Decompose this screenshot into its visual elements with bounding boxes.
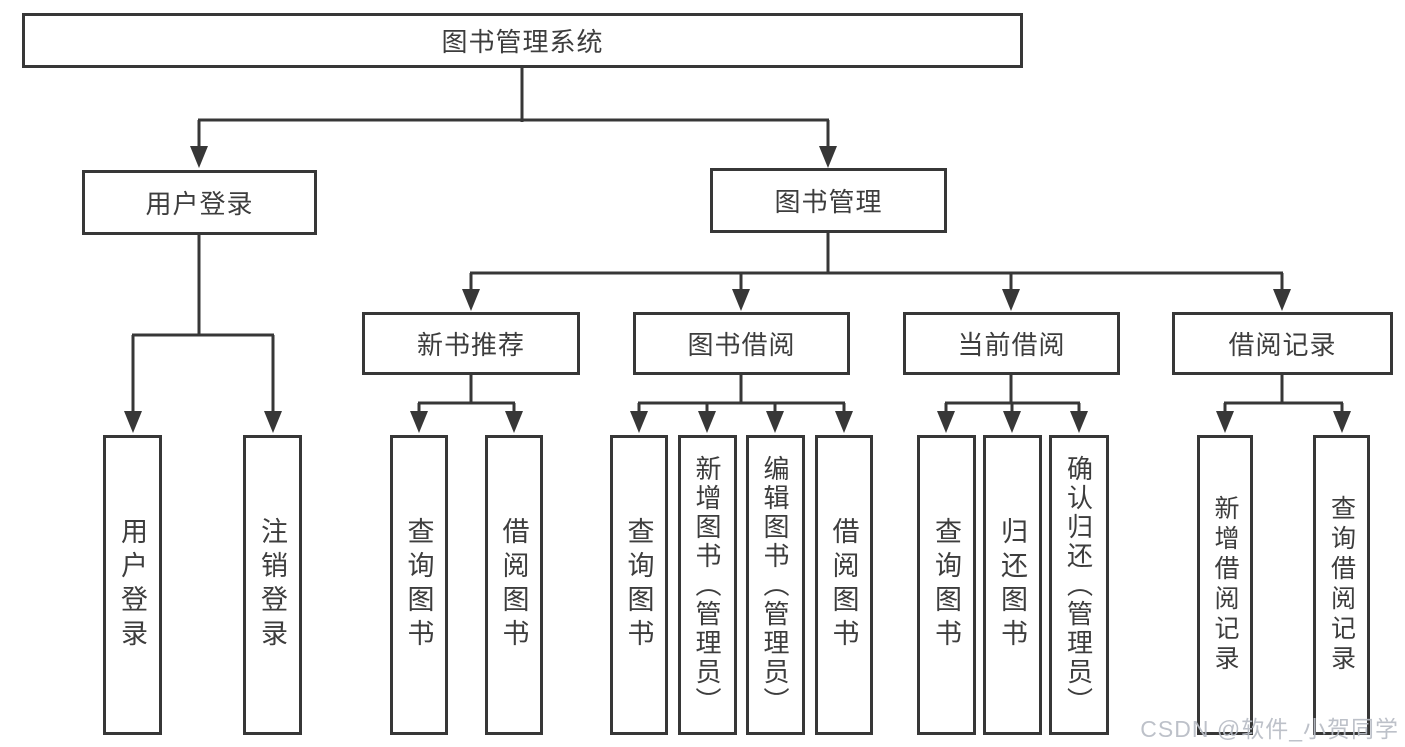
node-book-borrow: 图书借阅 (633, 312, 850, 375)
leaf-confirm-return-admin: 确认归还（管理员） (1049, 435, 1109, 735)
node-borrow-records-label: 借阅记录 (1228, 330, 1337, 360)
node-current-borrow: 当前借阅 (903, 312, 1120, 375)
node-user-login-label: 用户登录 (145, 189, 254, 219)
leaf-recommend-borrow-books-label: 借阅图书 (498, 517, 529, 653)
leaf-add-borrow-record-label: 新增借阅记录 (1211, 495, 1239, 675)
leaf-current-query-books: 查询图书 (917, 435, 976, 735)
edge-root-split (197, 68, 830, 148)
leaf-add-borrow-record: 新增借阅记录 (1197, 435, 1253, 735)
leaf-query-borrow-record-label: 查询借阅记录 (1327, 495, 1356, 675)
arrowheads (124, 146, 1351, 433)
leaf-borrow-books: 借阅图书 (815, 435, 873, 735)
leaf-recommend-query-books: 查询图书 (390, 435, 448, 735)
leaf-recommend-query-books-label: 查询图书 (403, 517, 434, 653)
edge-current-borrow-split (944, 375, 1081, 413)
leaf-user-login-label: 用户登录 (117, 517, 147, 653)
edge-book-borrow-split (637, 375, 846, 413)
node-new-book-recommend: 新书推荐 (362, 312, 580, 375)
edge-user-login-split (131, 235, 275, 413)
leaf-confirm-return-admin-label: 确认归还（管理员） (1063, 454, 1094, 716)
leaf-borrow-query-books-label: 查询图书 (623, 517, 654, 653)
node-user-login: 用户登录 (82, 170, 317, 235)
leaf-borrow-query-books: 查询图书 (610, 435, 668, 735)
node-book-borrow-label: 图书借阅 (687, 330, 796, 360)
leaf-return-books-label: 归还图书 (997, 517, 1027, 653)
leaf-edit-books-admin: 编辑图书（管理员） (746, 435, 805, 735)
node-current-borrow-label: 当前借阅 (957, 330, 1066, 360)
leaf-edit-books-admin-label: 编辑图书（管理员） (760, 454, 790, 716)
leaf-add-books-admin-label: 新增图书（管理员） (692, 454, 722, 716)
leaf-recommend-borrow-books: 借阅图书 (485, 435, 543, 735)
leaf-logout-label: 注销登录 (257, 517, 287, 653)
node-root: 图书管理系统 (22, 13, 1023, 68)
edge-book-mgmt-split (469, 233, 1284, 291)
leaf-add-books-admin: 新增图书（管理员） (678, 435, 737, 735)
node-book-management-label: 图书管理 (774, 187, 883, 217)
leaf-current-query-books-label: 查询图书 (931, 517, 961, 653)
leaf-query-borrow-record: 查询借阅记录 (1313, 435, 1370, 735)
node-root-label: 图书管理系统 (441, 27, 604, 57)
leaf-return-books: 归还图书 (983, 435, 1042, 735)
leaf-borrow-books-label: 借阅图书 (828, 517, 859, 653)
node-book-management: 图书管理 (710, 168, 947, 233)
edge-new-rec-split (417, 375, 516, 413)
node-new-book-recommend-label: 新书推荐 (416, 330, 525, 360)
edge-borrow-records-split (1223, 375, 1344, 413)
leaf-logout: 注销登录 (243, 435, 302, 735)
leaf-user-login: 用户登录 (103, 435, 162, 735)
node-borrow-records: 借阅记录 (1172, 312, 1393, 375)
